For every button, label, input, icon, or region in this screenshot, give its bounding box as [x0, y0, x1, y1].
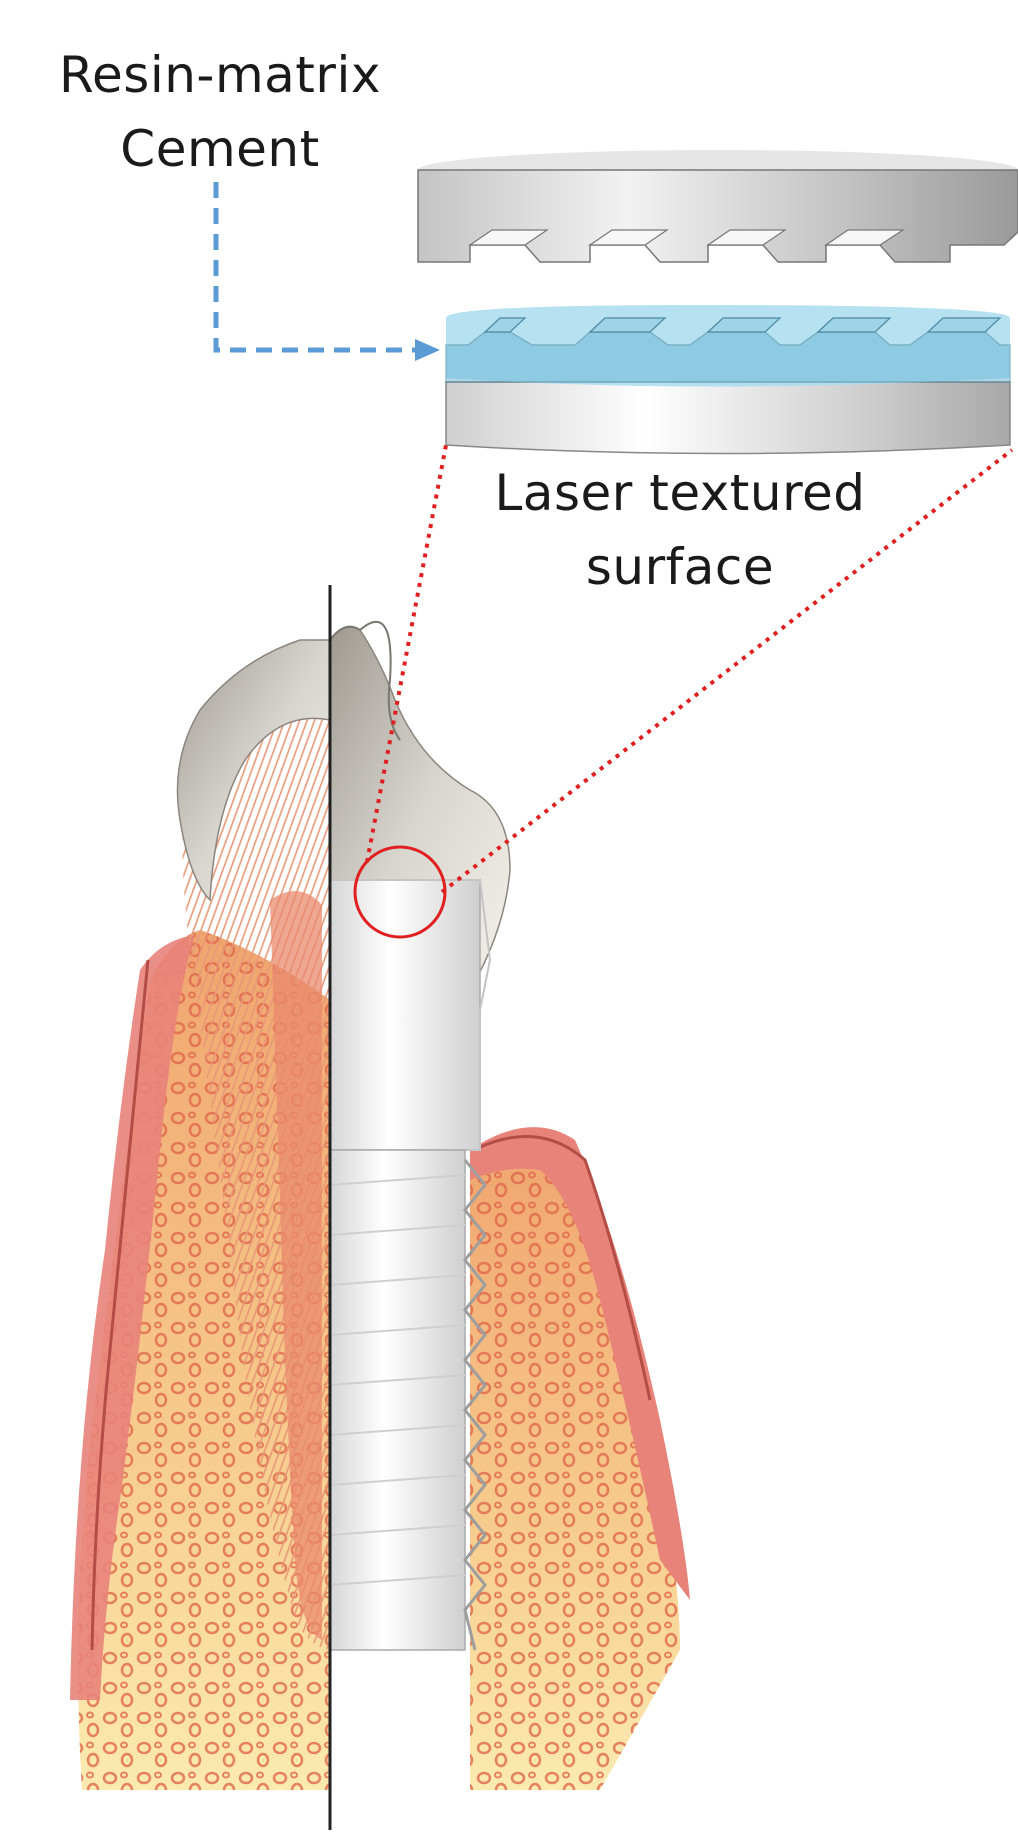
cement-label-line1: Resin-matrix — [40, 38, 400, 112]
cement-layer — [446, 305, 1010, 387]
cement-label-line2: Cement — [40, 112, 400, 186]
top-disc — [418, 150, 1018, 262]
laser-label-line2: surface — [470, 530, 890, 604]
laser-surface-label: Laser textured surface — [470, 456, 890, 604]
bottom-disc — [446, 382, 1010, 454]
right-tissue — [470, 1127, 690, 1790]
cement-arrow — [216, 182, 440, 361]
cement-label: Resin-matrix Cement — [40, 38, 400, 186]
laser-label-line1: Laser textured — [470, 456, 890, 530]
implant — [330, 880, 490, 1650]
